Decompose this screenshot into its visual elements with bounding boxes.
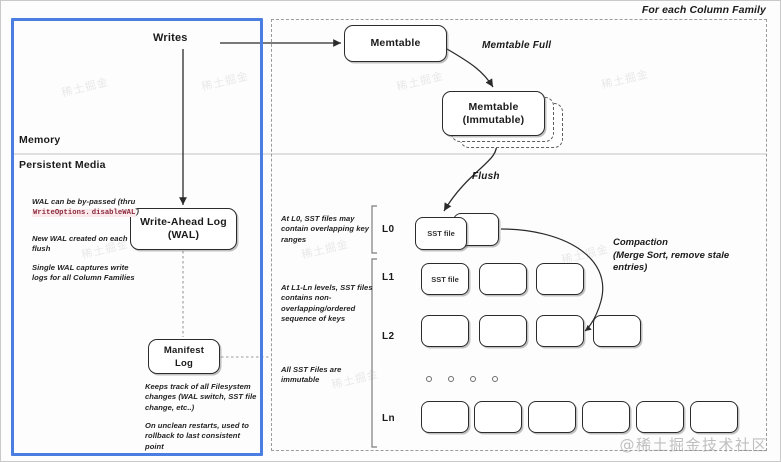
note-wal-bypass-code2: disableWAL (90, 209, 137, 218)
note-wal-bypass: WAL can be by-passed (thru WriteOptions.… (32, 197, 140, 219)
note-wal-bypass-close: ) (136, 207, 139, 217)
memtable-full-label: Memtable Full (482, 40, 552, 51)
sst-file-box-l2-1[interactable] (421, 315, 469, 347)
persistent-media-label: Persistent Media (19, 159, 106, 171)
sst-file-box-l2-4[interactable] (593, 315, 641, 347)
ellipsis-dot-icon (426, 376, 432, 382)
sst-file-box-ln-4[interactable] (582, 401, 630, 433)
note-l1n-ordered-keys: At L1-Ln levels, SST files contains non-… (281, 283, 373, 324)
sst-file-label: SST file (431, 274, 459, 284)
write-ahead-log-box[interactable]: Write-Ahead Log (WAL) (130, 208, 237, 250)
ellipsis-dot-icon (470, 376, 476, 382)
level-label-l0: L0 (382, 224, 395, 235)
note-sst-immutable: All SST Files are immutable (281, 365, 342, 385)
sst-file-box-l1-1[interactable]: SST file (421, 263, 469, 295)
level-label-ln: Ln (382, 413, 396, 424)
column-family-label: For each Column Family (641, 4, 766, 16)
note-wal-bypass-code1: WriteOptions. (32, 209, 91, 218)
writes-label: Writes (153, 32, 188, 44)
note-wal-bypass-text: WAL can be by-passed (thru (32, 197, 136, 206)
note-manifest-tracks: Keeps track of all Filesystem changes (W… (145, 382, 257, 412)
compaction-title: Compaction (613, 237, 668, 248)
memtable-immutable-box[interactable]: Memtable (Immutable) (442, 91, 545, 136)
wal-label-line1: Write-Ahead Log (140, 216, 227, 228)
memtable-box[interactable]: Memtable (344, 25, 447, 62)
level-label-l2: L2 (382, 331, 395, 342)
manifest-label-line1: Manifest (163, 344, 205, 356)
sst-file-box-ln-5[interactable] (636, 401, 684, 433)
manifest-label-line2: Log (174, 357, 193, 369)
watermark-label: @稀土掘金技术社区 (619, 436, 768, 454)
ellipsis-dot-icon (448, 376, 454, 382)
sst-file-box-l2-3[interactable] (536, 315, 584, 347)
sst-file-box-ln-3[interactable] (528, 401, 576, 433)
sst-file-box-l1-3[interactable] (536, 263, 584, 295)
sst-file-box-ln-2[interactable] (474, 401, 522, 433)
memory-persistent-region (11, 18, 263, 456)
note-l0-overlapping-keys: At L0, SST files may contain overlapping… (281, 214, 370, 244)
note-wal-new-on-flush: New WAL created on each flush (32, 234, 128, 254)
sst-file-box-l0-1[interactable]: SST file (415, 217, 467, 250)
sst-file-box-ln-1[interactable] (421, 401, 469, 433)
note-manifest-rollback: On unclean restarts, used to rollback to… (145, 421, 249, 451)
ellipsis-dot-icon (492, 376, 498, 382)
manifest-log-box[interactable]: Manifest Log (148, 339, 220, 374)
memtable-box-label: Memtable (370, 37, 421, 49)
compaction-label: Compaction (Merge Sort, remove stale ent… (613, 237, 763, 275)
wal-label-line2: (WAL) (167, 229, 200, 241)
memory-label: Memory (19, 134, 61, 146)
sst-file-box-l1-2[interactable] (479, 263, 527, 295)
compaction-detail-line1: (Merge Sort, remove stale (613, 249, 730, 261)
sst-file-box-ln-6[interactable] (690, 401, 738, 433)
column-family-region (271, 19, 767, 451)
compaction-detail-line2: entries) (613, 262, 648, 273)
level-label-l1: L1 (382, 272, 395, 283)
note-wal-single-all-cf: Single WAL captures write logs for all C… (32, 263, 135, 283)
flush-label: Flush (472, 171, 500, 182)
sst-file-label: SST file (427, 229, 455, 238)
memtable-immutable-label-line1: Memtable (468, 100, 519, 113)
memtable-immutable-label-line2: (Immutable) (462, 113, 525, 126)
sst-file-box-l2-2[interactable] (479, 315, 527, 347)
